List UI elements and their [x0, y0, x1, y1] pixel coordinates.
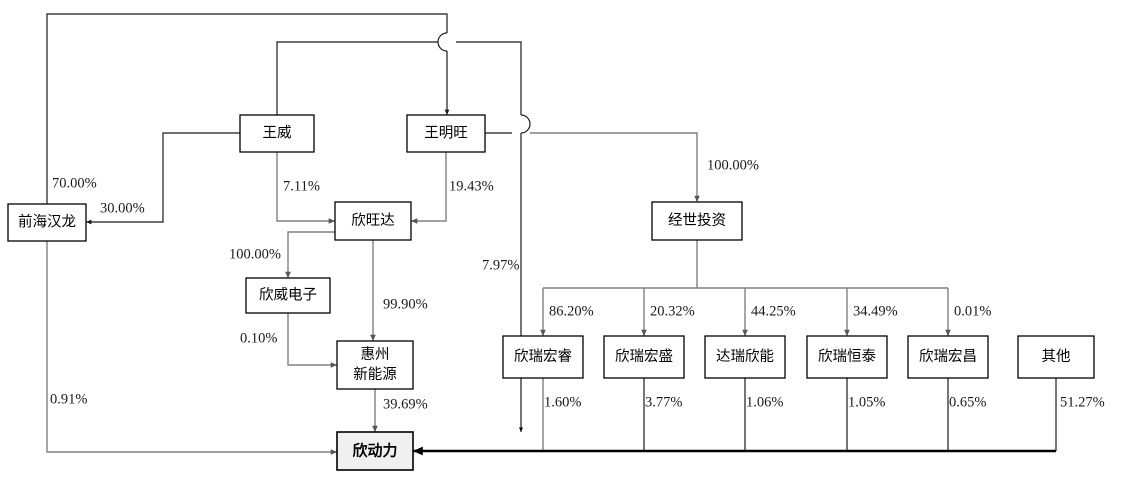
node-qita[interactable]: 其他	[1017, 335, 1095, 379]
node-label-qianhaihanlong: 前海汉龙	[18, 214, 76, 231]
percent-label-layer: 70.00%30.00% 7.11% 19.43% 100.00% 100.00% 99.…	[50, 157, 1105, 412]
edge-wangwei-top-stub	[276, 41, 438, 115]
edge-xinweidianzi-to-huizhou	[287, 313, 337, 368]
pct-qianhai-wangmingwang: 70.00%	[52, 175, 97, 191]
node-xinruihengtai[interactable]: 欣瑞恒泰	[806, 335, 888, 379]
node-box-qianhaihanlong[interactable]	[7, 203, 87, 242]
pct-jingshi-100: 100.00%	[707, 157, 759, 173]
pct-hongsheng-xindongli: 3.77%	[645, 394, 682, 410]
pct-jingshi-hengtai: 34.49%	[853, 303, 898, 319]
node-xinruihongrui[interactable]: 欣瑞宏睿	[502, 335, 584, 379]
pct-wangmingwang-xindongli: 7.97%	[482, 257, 519, 273]
node-box-xinweidianzi[interactable]	[245, 277, 331, 314]
node-label-huizhouxinnengyuan: 惠州	[361, 346, 390, 363]
node-label-xinruihongsheng: 欣瑞宏盛	[615, 348, 673, 365]
node-label-wangwei: 王威	[263, 125, 292, 142]
pct-xinwangda-xinwei: 100.00%	[229, 246, 281, 262]
node-box-huizhouxinnengyuan[interactable]	[336, 340, 414, 390]
node-label-xinruihengtai: 欣瑞恒泰	[818, 348, 876, 365]
node-box-xinruihengtai[interactable]	[806, 335, 888, 379]
node-box-xinruihongrui[interactable]	[502, 335, 584, 379]
pct-jingshi-hongrui: 86.20%	[549, 303, 594, 319]
pct-jingshi-hongchang: 0.01%	[954, 303, 991, 319]
pct-jingshi-daruixinneng: 44.25%	[751, 303, 796, 319]
node-box-wangwei[interactable]	[239, 114, 315, 153]
node-label-xinwangda: 欣旺达	[351, 212, 395, 229]
node-box-xinwangda[interactable]	[334, 201, 412, 241]
pct-xinwangda-huizhou: 99.90%	[383, 296, 428, 312]
node-wangmingwang[interactable]: 王明旺	[406, 114, 486, 153]
node-jingshitouzi[interactable]: 经世投资	[651, 201, 743, 241]
pct-qita-xindongli: 51.27%	[1060, 394, 1105, 410]
edge-wangwei-top-rail-right	[456, 41, 522, 115]
node-label-qita: 其他	[1042, 348, 1071, 365]
node-label-daruixinneng: 达瑞欣能	[716, 348, 774, 365]
edge-qianhaihanlong-to-wangmingwang	[46, 13, 448, 204]
pct-wangwei-xinwangda: 7.11%	[283, 178, 320, 194]
pct-daruixinneng-xindongli: 1.06%	[746, 394, 783, 410]
pct-wangwei-qianhai: 30.00%	[100, 200, 145, 216]
node-label-xinruihongrui: 欣瑞宏睿	[514, 348, 572, 365]
node-daruixinneng[interactable]: 达瑞欣能	[704, 335, 786, 379]
node-label-wangmingwang: 王明旺	[424, 126, 468, 142]
edge-wangmingwang-to-xinwangda	[411, 152, 447, 224]
edge-wangwei-to-xinwangda	[276, 152, 335, 224]
pct-hongrui-xindongli: 1.60%	[544, 394, 581, 410]
node-label-huizhouxinnengyuan: 新能源	[353, 366, 397, 383]
node-box-qita[interactable]	[1017, 335, 1095, 379]
pct-wangmingwang-xinwangda: 19.43%	[449, 178, 494, 194]
edge-layer	[46, 13, 1057, 456]
node-box-daruixinneng[interactable]	[704, 335, 786, 379]
node-box-xindongli[interactable]	[336, 431, 414, 471]
node-label-xindongli: 欣动力	[352, 442, 397, 460]
pct-huizhou-xindongli: 39.69%	[383, 396, 428, 412]
node-xinwangda[interactable]: 欣旺达	[334, 201, 412, 241]
node-xinruihongsheng[interactable]: 欣瑞宏盛	[603, 335, 685, 379]
pct-hengtai-xindongli: 1.05%	[848, 394, 885, 410]
node-box-xinruihongchang[interactable]	[907, 335, 989, 379]
node-xinruihongchang[interactable]: 欣瑞宏昌	[907, 335, 989, 379]
node-qianhaihanlong[interactable]: 前海汉龙	[7, 203, 87, 242]
node-xindongli[interactable]: 欣动力	[336, 431, 414, 471]
pct-jingshi-hongsheng: 20.32%	[650, 303, 695, 319]
node-box-wangmingwang[interactable]	[406, 114, 486, 153]
edge-qianhaihanlong-to-xindongli	[46, 241, 337, 455]
hop-arc-top-2	[520, 114, 531, 134]
node-box-jingshitouzi[interactable]	[651, 201, 743, 241]
pct-hongchang-xindongli: 0.65%	[949, 394, 986, 410]
node-label-jingshitouzi: 经世投资	[668, 212, 726, 229]
node-wangwei[interactable]: 王威	[239, 114, 315, 153]
pct-xinwei-huizhou: 0.10%	[240, 330, 277, 346]
node-box-xinruihongsheng[interactable]	[603, 335, 685, 379]
edge-xinwangda-to-xinweidianzi	[285, 231, 335, 278]
node-label-xinweidianzi: 欣威电子	[259, 287, 317, 304]
hop-arc-top-1	[437, 32, 448, 52]
pct-qianhai-xindongli: 0.91%	[50, 391, 87, 407]
node-xinweidianzi[interactable]: 欣威电子	[245, 277, 331, 314]
edge-wangwei-to-qianhaihanlong	[86, 132, 240, 225]
node-label-xinruihongchang: 欣瑞宏昌	[919, 348, 977, 365]
edge-wangmingwang-to-jingshitouzi	[530, 132, 700, 202]
